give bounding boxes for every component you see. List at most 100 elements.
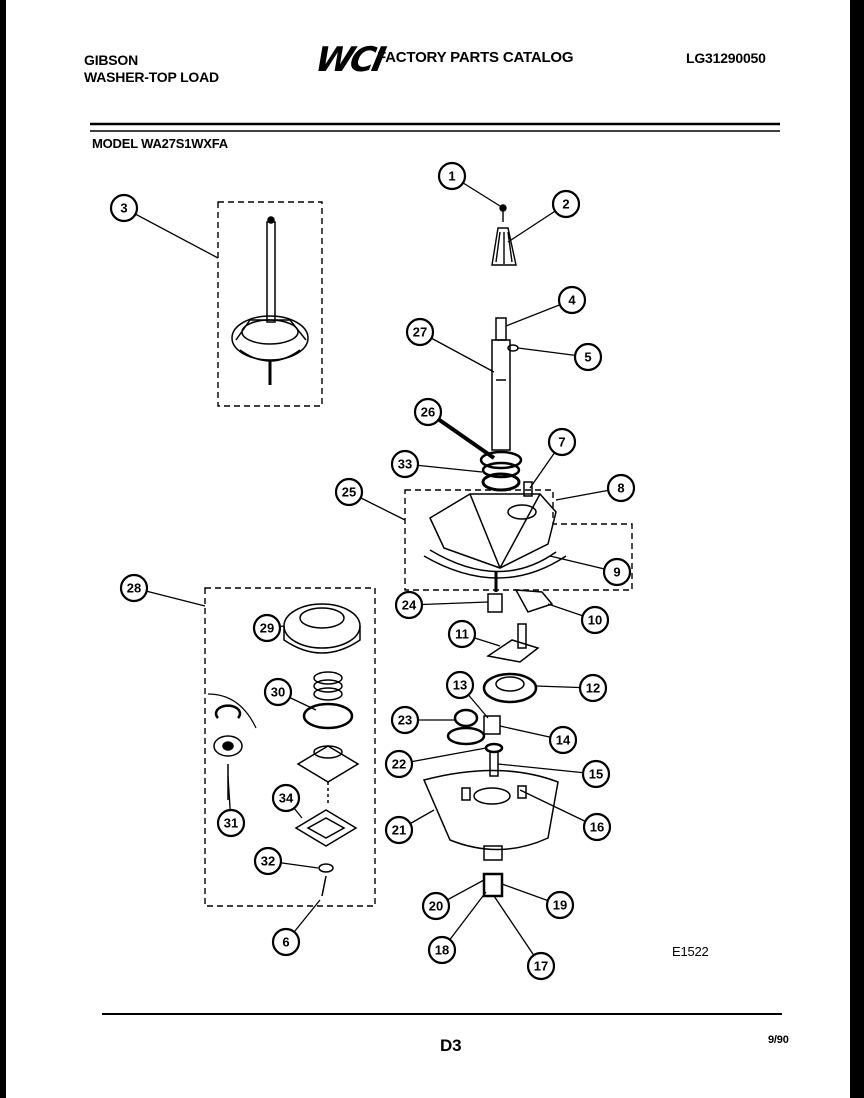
callout-23-label: 23	[398, 713, 412, 728]
callout-17: 17	[526, 951, 556, 981]
part-23-gear	[453, 708, 479, 728]
callout-18-label: 18	[435, 943, 449, 958]
callout-30: 30	[263, 677, 293, 707]
brand-name: GIBSON	[84, 52, 139, 68]
group-boxes	[204, 201, 633, 907]
callout-14: 14	[548, 725, 578, 755]
callout-14-label: 14	[556, 733, 571, 748]
part-29-seal	[283, 603, 361, 649]
group-box-28	[204, 587, 376, 907]
callout-27-label: 27	[413, 325, 427, 340]
callout-20-label: 20	[429, 899, 443, 914]
callout-32: 32	[253, 846, 283, 876]
callout-21-label: 21	[392, 823, 406, 838]
catalog-number: LG31290050	[686, 50, 766, 66]
callout-29: 29	[252, 613, 282, 643]
part-3-shaft-assembly	[231, 216, 309, 385]
model-number: MODEL WA27S1WXFA	[92, 136, 228, 151]
callout-9-label: 9	[613, 565, 620, 580]
callout-1-label: 1	[448, 169, 455, 184]
part-10-cam	[514, 589, 554, 613]
callout-22-label: 22	[392, 757, 406, 772]
callout-10: 10	[580, 605, 610, 635]
callout-21: 21	[384, 815, 414, 845]
callout-12-label: 12	[586, 681, 600, 696]
callout-6: 6	[271, 927, 301, 957]
part-28-seal-kit	[207, 603, 361, 897]
part-25-gearcase-cover	[423, 481, 567, 592]
callout-5: 5	[573, 342, 603, 372]
callout-31-label: 31	[224, 816, 238, 831]
part-32-washer	[318, 863, 334, 873]
callout-16: 16	[582, 812, 612, 842]
part-34-seal	[294, 809, 358, 847]
callout-33-label: 33	[398, 457, 412, 472]
callout-11: 11	[447, 619, 477, 649]
callout-7-label: 7	[558, 435, 565, 450]
drive-shaft	[479, 317, 523, 492]
leader-lines	[123, 175, 622, 967]
callout-7: 7	[547, 427, 577, 457]
callout-3-label: 3	[120, 201, 127, 216]
part-24-pinion	[487, 593, 503, 613]
callout-15-label: 15	[589, 767, 603, 782]
callout-24-label: 24	[402, 598, 417, 613]
callout-6-label: 6	[282, 935, 289, 950]
callout-30-label: 30	[271, 685, 285, 700]
callout-17-label: 17	[534, 959, 548, 974]
callout-26: 26	[413, 397, 443, 427]
callout-23: 23	[390, 705, 420, 735]
callout-18: 18	[427, 935, 457, 965]
part-12-main-gear	[482, 672, 538, 704]
brand-block: GIBSON WASHER-TOP LOAD	[84, 52, 219, 86]
callout-9: 9	[602, 557, 632, 587]
callout-33: 33	[390, 449, 420, 479]
callout-10-label: 10	[588, 613, 602, 628]
callout-19-label: 19	[553, 898, 567, 913]
callout-25-label: 25	[342, 485, 356, 500]
callout-13-label: 13	[453, 678, 467, 693]
product-type: WASHER-TOP LOAD	[84, 69, 219, 85]
callout-29-label: 29	[260, 621, 274, 636]
page-number: D3	[440, 1036, 462, 1055]
group-box-3	[217, 201, 323, 407]
callout-34: 34	[271, 783, 301, 813]
group-box-25	[404, 489, 633, 591]
callout-1: 1	[437, 161, 467, 191]
callout-26-label: 26	[421, 405, 435, 420]
callout-12: 12	[578, 673, 608, 703]
part-1-2-cap	[491, 204, 517, 266]
callout-markers: 1 2 3 4 5 6 7 8 9 10 11 12 13 14 15 16 1…	[109, 161, 636, 981]
diagram-sheet-code: E1522	[672, 944, 709, 959]
callout-34-label: 34	[279, 791, 294, 806]
callout-4-label: 4	[568, 293, 576, 308]
callout-31: 31	[216, 808, 246, 838]
callout-8: 8	[606, 473, 636, 503]
part-11-crank	[486, 639, 540, 663]
callout-27: 27	[405, 317, 435, 347]
callout-11-label: 11	[455, 627, 469, 642]
part-34-seal-upper	[296, 745, 360, 783]
callout-8-label: 8	[617, 481, 624, 496]
callout-25: 25	[334, 477, 364, 507]
revision-date: 9/90	[768, 1034, 789, 1046]
callout-28-label: 28	[127, 581, 141, 596]
callout-20: 20	[421, 891, 451, 921]
lower-gear-stack	[422, 589, 559, 898]
callout-28: 28	[119, 573, 149, 603]
callout-4: 4	[557, 285, 587, 315]
callout-2-label: 2	[562, 197, 569, 212]
callout-22: 22	[384, 749, 414, 779]
part-13-gear	[483, 715, 501, 735]
callout-32-label: 32	[261, 854, 275, 869]
callout-2: 2	[551, 189, 581, 219]
part-30-ring	[302, 702, 354, 730]
part-21-gearcase	[422, 769, 559, 851]
callout-16-label: 16	[590, 820, 604, 835]
callout-24: 24	[394, 590, 424, 620]
callout-5-label: 5	[584, 350, 591, 365]
callout-15: 15	[581, 759, 611, 789]
callout-13: 13	[445, 670, 475, 700]
catalog-title: FACTORY PARTS CATALOG	[377, 49, 574, 66]
